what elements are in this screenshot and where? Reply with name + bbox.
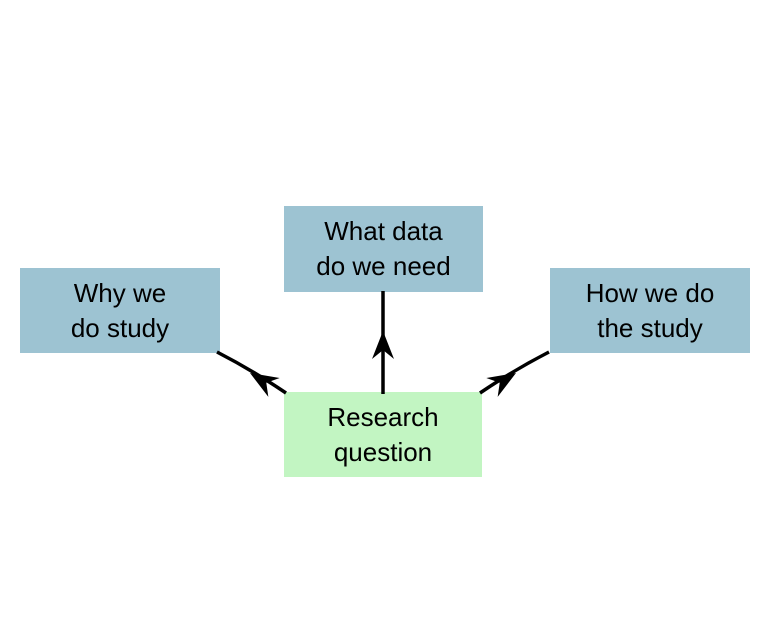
- node-why-study-line2: do study: [70, 312, 170, 343]
- node-how-study: How we do the study: [550, 268, 750, 353]
- node-how-study-line1: How we do: [585, 277, 715, 308]
- arrow-center-to-top: [372, 291, 394, 394]
- arrow-center-to-right: [479, 350, 550, 397]
- node-research-question-line2: question: [333, 436, 433, 467]
- arrow-left-line: [216, 350, 287, 395]
- node-how-study-line2: the study: [597, 312, 703, 343]
- node-research-question: Research question: [284, 392, 482, 477]
- node-what-data: What data do we need: [284, 206, 483, 292]
- arrow-center-to-left: [216, 350, 287, 397]
- node-why-study: Why we do study: [20, 268, 220, 353]
- node-what-data-line1: What data: [324, 216, 443, 246]
- node-why-study-line1: Why we: [73, 277, 167, 308]
- arrowhead-up-left-icon: [250, 373, 280, 397]
- node-research-question-line1: Research: [327, 401, 439, 432]
- arrowhead-up-icon: [372, 331, 394, 359]
- arrowhead-up-right-icon: [486, 373, 516, 397]
- arrow-right-line: [479, 350, 550, 395]
- node-what-data-line2: do we need: [316, 251, 451, 281]
